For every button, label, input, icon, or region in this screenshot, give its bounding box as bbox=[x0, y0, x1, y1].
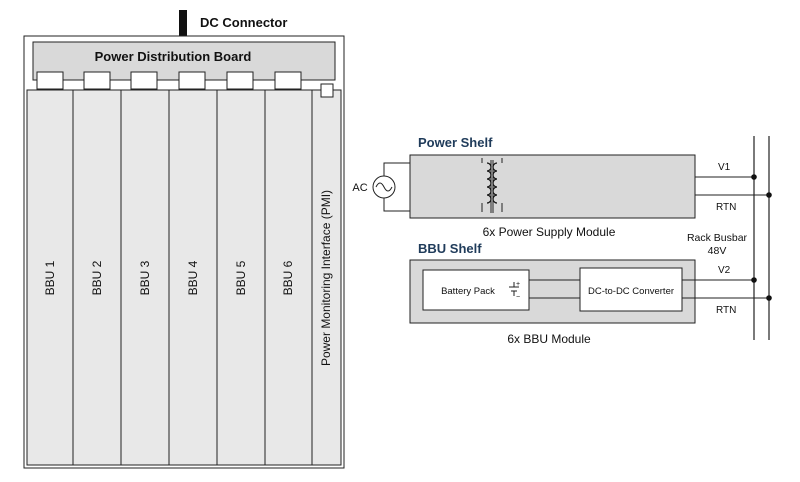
transformer-icon bbox=[481, 158, 503, 213]
bbu-label-4: BBU 4 bbox=[186, 260, 200, 295]
pdb-title: Power Distribution Board bbox=[95, 49, 252, 64]
dc-connector-stub bbox=[179, 10, 187, 36]
svg-text:+: + bbox=[516, 281, 520, 288]
pdb-connector-4 bbox=[178, 71, 206, 90]
bbu-slot-5 bbox=[216, 89, 266, 466]
pdb-connector-1 bbox=[36, 71, 64, 90]
dc-dc-converter-box bbox=[579, 267, 683, 312]
busbar-label-line1: Rack Busbar bbox=[687, 232, 748, 244]
pdb-connector-5 bbox=[226, 71, 254, 90]
bbu-label-3: BBU 3 bbox=[138, 260, 152, 295]
ac-sine-icon bbox=[375, 182, 393, 192]
bbu-shelf-title: BBU Shelf bbox=[418, 241, 482, 256]
pdb-connectors bbox=[36, 71, 334, 98]
bbu-label-5: BBU 5 bbox=[234, 260, 248, 295]
bbu-label-6: BBU 6 bbox=[281, 260, 295, 295]
pmi-label: Power Monitoring Interface (PMI) bbox=[319, 190, 333, 366]
bbu-slots: BBU 1 BBU 2 BBU 3 BBU 4 BBU 5 BBU 6 Powe… bbox=[26, 89, 342, 466]
pmi-connector bbox=[320, 83, 334, 98]
bbu-shelf-caption: 6x BBU Module bbox=[507, 332, 591, 346]
ac-wire-bottom bbox=[383, 198, 410, 212]
pdb-connector-2 bbox=[83, 71, 111, 90]
battery-pack-box bbox=[422, 269, 530, 311]
rtn2-junction bbox=[766, 295, 772, 301]
pmi-slot bbox=[311, 89, 342, 466]
power-supply-module-box bbox=[409, 154, 696, 219]
rack-enclosure: DC Connector BBU 1 BBU 2 BBU 3 BBU 4 BBU… bbox=[23, 10, 345, 469]
battery-icon: + − bbox=[509, 281, 520, 301]
ac-label: AC bbox=[352, 182, 367, 194]
busbar-label-line2: 48V bbox=[708, 245, 727, 257]
battery-pack-label: Battery Pack bbox=[441, 286, 495, 297]
dc-dc-converter-label: DC-to-DC Converter bbox=[588, 286, 674, 297]
rtn1-junction bbox=[766, 192, 772, 198]
power-shelf-title: Power Shelf bbox=[418, 135, 493, 150]
rtn1-label: RTN bbox=[716, 202, 736, 213]
pdb-connector-6 bbox=[274, 71, 302, 90]
bbu-shelf: BBU Shelf Battery Pack + − DC-to-DC Conv… bbox=[409, 241, 696, 346]
bbu-label-1: BBU 1 bbox=[43, 260, 57, 295]
dc-connector-label: DC Connector bbox=[200, 15, 287, 30]
bbu-slot-3 bbox=[120, 89, 170, 466]
rtn2-label: RTN bbox=[716, 305, 736, 316]
pdb-connector-3 bbox=[130, 71, 158, 90]
v2-junction bbox=[751, 277, 757, 283]
rack-busbar: V1 RTN V2 RTN Rack Busbar 48V bbox=[682, 136, 772, 340]
v2-label: V2 bbox=[718, 265, 731, 276]
bbu-slot-6 bbox=[264, 89, 313, 466]
power-shelf-caption: 6x Power Supply Module bbox=[483, 225, 616, 239]
v1-junction bbox=[751, 174, 757, 180]
bbu-slot-4 bbox=[168, 89, 218, 466]
v1-label: V1 bbox=[718, 162, 731, 173]
svg-text:−: − bbox=[516, 294, 520, 301]
power-shelf: Power Shelf AC 6x Power Supply Module bbox=[352, 135, 696, 239]
bbu-slot-2 bbox=[72, 89, 122, 466]
ac-wire-top bbox=[383, 162, 410, 176]
bbu-slot-1 bbox=[26, 89, 74, 466]
bbu-label-2: BBU 2 bbox=[90, 260, 104, 295]
